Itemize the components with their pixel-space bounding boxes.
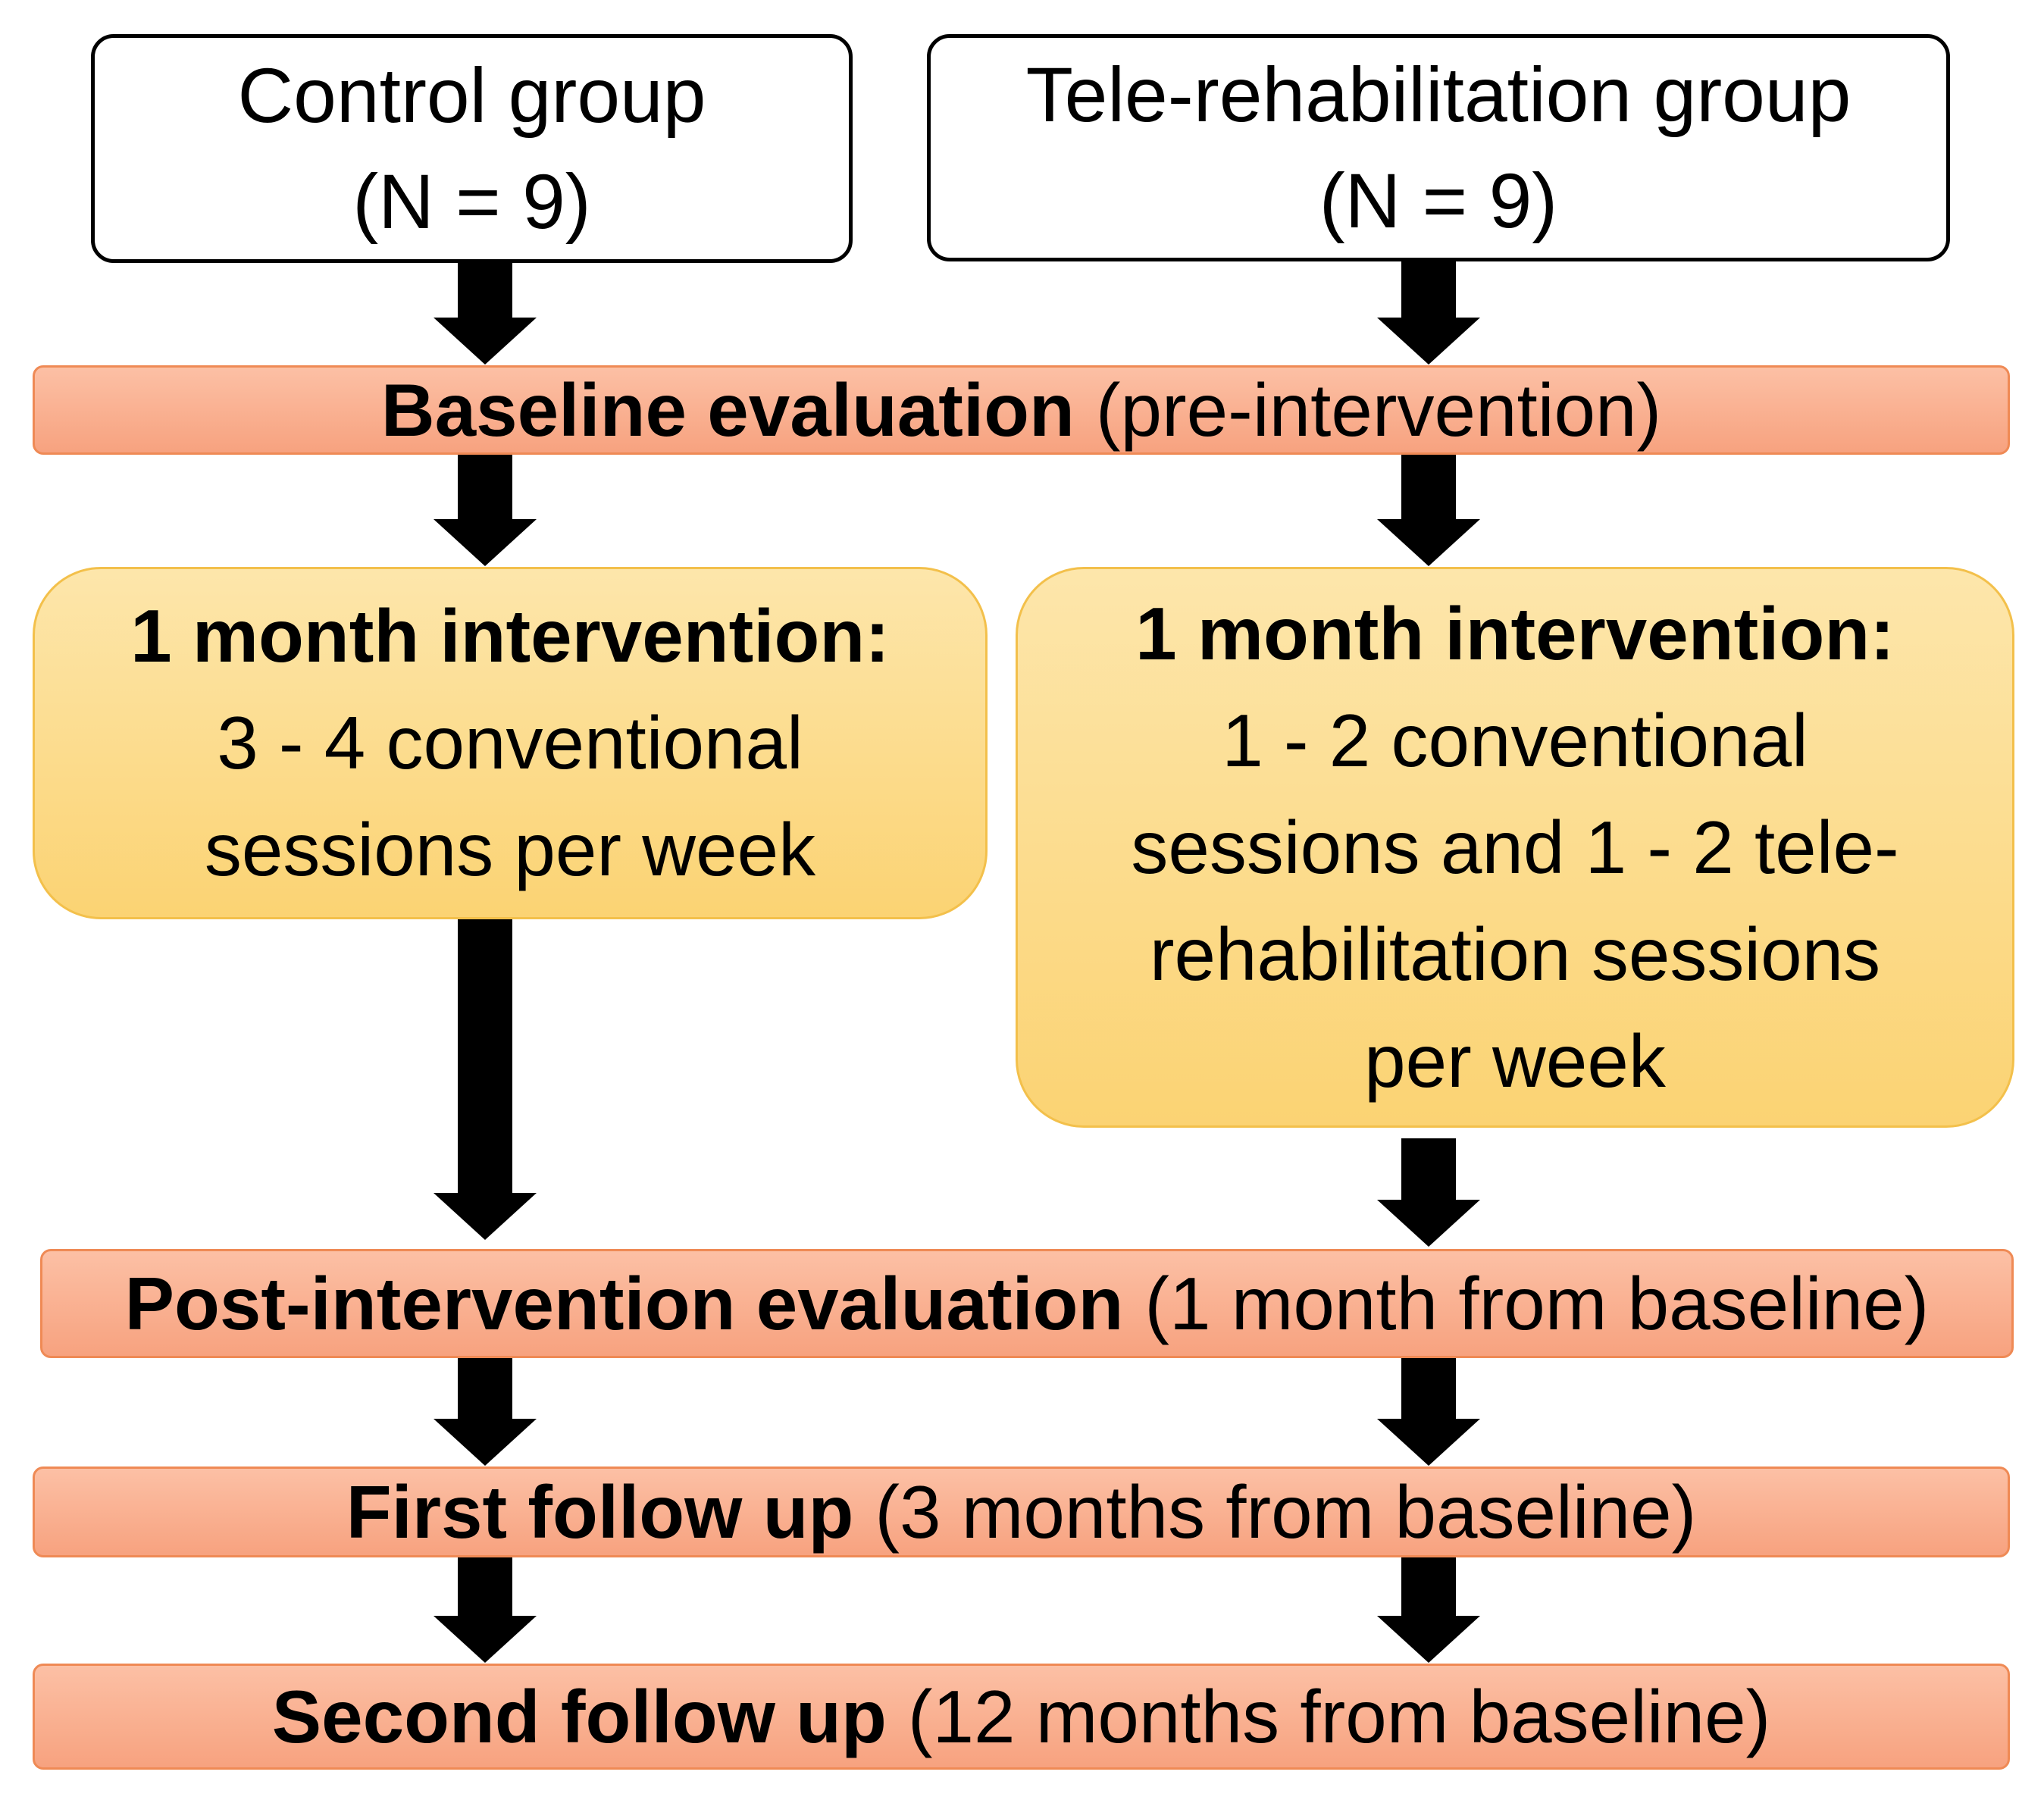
first-follow-up-note: (3 months from baseline): [875, 1470, 1697, 1554]
control-group-n: (N = 9): [352, 158, 591, 245]
first-follow-up-label: First follow up: [346, 1470, 854, 1554]
control-group-box: Control group (N = 9): [91, 34, 853, 263]
control-intervention-box: 1 month intervention: 3 - 4 conventional…: [33, 567, 988, 919]
baseline-evaluation-note: (pre-intervention): [1095, 368, 1662, 452]
post-intervention-evaluation-label: Post-intervention evaluation: [124, 1261, 1124, 1345]
tele-intervention-line: per week: [1364, 1019, 1666, 1103]
tele-group-n: (N = 9): [1319, 158, 1558, 244]
second-follow-up-bar: Second follow up (12 months from baselin…: [33, 1664, 2010, 1770]
tele-intervention-box: 1 month intervention: 1 - 2 conventional…: [1016, 567, 2014, 1128]
control-intervention-line: 3 - 4 conventional: [217, 701, 803, 784]
tele-intervention-line: rehabilitation sessions: [1149, 912, 1881, 996]
baseline-evaluation-bar: Baseline evaluation (pre-intervention): [33, 365, 2010, 455]
second-follow-up-note: (12 months from baseline): [907, 1674, 1771, 1758]
tele-group-title: Tele-rehabilitation group: [1025, 52, 1851, 138]
tele-intervention-heading: 1 month intervention:: [1135, 591, 1895, 675]
tele-intervention-line: 1 - 2 conventional: [1222, 698, 1808, 782]
baseline-evaluation-label: Baseline evaluation: [380, 368, 1075, 452]
first-follow-up-bar: First follow up (3 months from baseline): [33, 1467, 2010, 1557]
control-group-title: Control group: [237, 52, 706, 139]
post-intervention-evaluation-note: (1 month from baseline): [1144, 1261, 1930, 1345]
control-intervention-heading: 1 month intervention:: [130, 594, 890, 678]
tele-intervention-line: sessions and 1 - 2 tele-: [1131, 805, 1899, 889]
post-intervention-evaluation-bar: Post-intervention evaluation (1 month fr…: [40, 1249, 2014, 1358]
tele-group-box: Tele-rehabilitation group (N = 9): [927, 34, 1950, 261]
control-intervention-line: sessions per week: [204, 808, 816, 891]
second-follow-up-label: Second follow up: [271, 1674, 887, 1758]
